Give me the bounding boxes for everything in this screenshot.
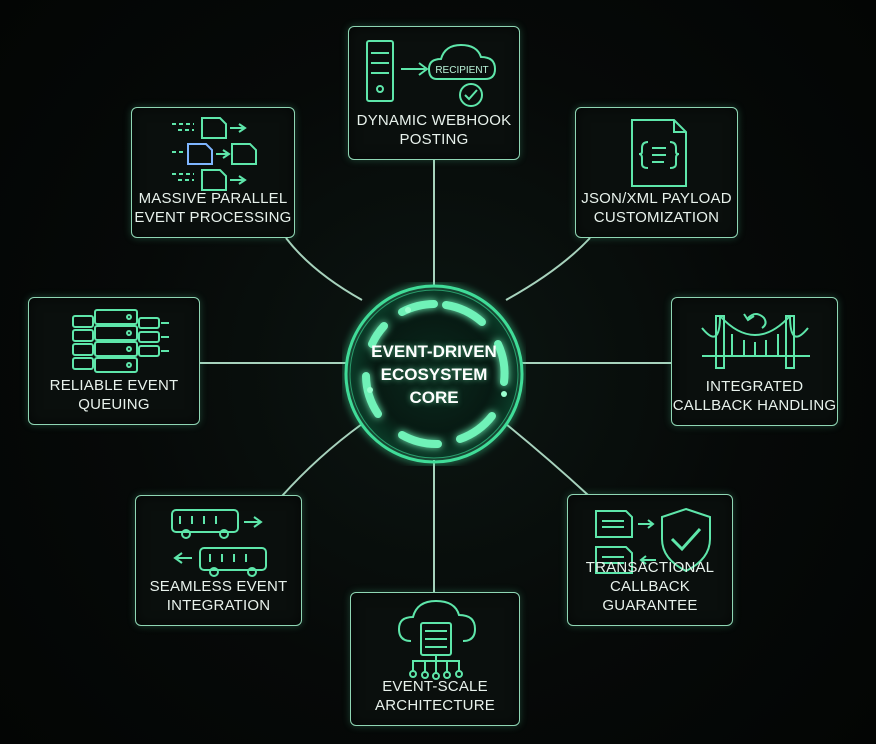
shield-check-icon bbox=[595, 507, 711, 574]
connector-parallel bbox=[285, 237, 363, 301]
core-label: EVENT-DRIVEN ECOSYSTEM CORE bbox=[342, 340, 526, 409]
connector-transactional bbox=[505, 423, 589, 496]
node-callback-line2: CALLBACK HANDLING bbox=[672, 397, 837, 414]
node-transactional[interactable]: TRANSACTIONAL CALLBACK GUARANTEE bbox=[567, 494, 733, 626]
core-ring bbox=[344, 284, 524, 464]
node-payload-line2: CUSTOMIZATION bbox=[593, 209, 720, 226]
node-queuing[interactable]: RELIABLE EVENT QUEUING bbox=[28, 297, 200, 425]
server-to-cloud-icon: RECIPIENT bbox=[366, 40, 497, 107]
node-queuing-label: RELIABLE EVENT QUEUING bbox=[29, 376, 199, 414]
node-architecture-line1: EVENT-SCALE bbox=[382, 678, 488, 695]
core-label-line2: ECOSYSTEM bbox=[380, 365, 488, 384]
node-webhook-label: DYNAMIC WEBHOOK POSTING bbox=[349, 111, 519, 149]
cloud-server-icon bbox=[397, 599, 477, 680]
node-callback-label: INTEGRATED CALLBACK HANDLING bbox=[672, 377, 837, 415]
node-parallel[interactable]: MASSIVE PARALLEL EVENT PROCESSING bbox=[131, 107, 295, 238]
node-transactional-line2: CALLBACK GUARANTEE bbox=[602, 578, 698, 614]
parallel-documents-icon bbox=[172, 117, 257, 191]
node-architecture-label: EVENT-SCALE ARCHITECTURE bbox=[351, 677, 519, 715]
node-integration-line2: INTEGRATION bbox=[166, 597, 271, 614]
queue-stack-icon bbox=[72, 309, 169, 373]
node-parallel-label: MASSIVE PARALLEL EVENT PROCESSING bbox=[132, 189, 294, 227]
node-parallel-line1: MASSIVE PARALLEL bbox=[138, 190, 288, 207]
json-document-icon bbox=[631, 119, 687, 187]
bus-icon bbox=[171, 509, 267, 577]
node-webhook-line2: POSTING bbox=[399, 131, 469, 148]
node-integration-line1: SEAMLESS EVENT bbox=[149, 578, 288, 595]
core-label-line1: EVENT-DRIVEN bbox=[371, 342, 497, 361]
node-parallel-line2: EVENT PROCESSING bbox=[134, 209, 292, 226]
node-transactional-line1: TRANSACTIONAL bbox=[585, 559, 715, 576]
recipient-icon-label: RECIPIENT bbox=[435, 65, 488, 76]
node-architecture[interactable]: EVENT-SCALE ARCHITECTURE bbox=[350, 592, 520, 726]
core-label-line3: CORE bbox=[409, 388, 459, 407]
bridge-icon bbox=[701, 313, 810, 369]
node-transactional-label: TRANSACTIONAL CALLBACK GUARANTEE bbox=[568, 558, 732, 615]
node-queuing-line2: QUEUING bbox=[78, 396, 150, 413]
node-payload[interactable]: JSON/XML PAYLOAD CUSTOMIZATION bbox=[575, 107, 738, 238]
node-callback-line1: INTEGRATED bbox=[705, 378, 804, 395]
connector-integration bbox=[281, 423, 363, 497]
node-integration[interactable]: SEAMLESS EVENT INTEGRATION bbox=[135, 495, 302, 626]
node-webhook[interactable]: RECIPIENT DYNAMIC WEBHOOK POSTING bbox=[348, 26, 520, 160]
connector-payload bbox=[505, 237, 591, 301]
node-integration-label: SEAMLESS EVENT INTEGRATION bbox=[136, 577, 301, 615]
node-payload-label: JSON/XML PAYLOAD CUSTOMIZATION bbox=[576, 189, 737, 227]
node-architecture-line2: ARCHITECTURE bbox=[375, 697, 495, 714]
node-callback[interactable]: INTEGRATED CALLBACK HANDLING bbox=[671, 297, 838, 426]
node-webhook-line1: DYNAMIC WEBHOOK bbox=[356, 112, 512, 129]
node-queuing-line1: RELIABLE EVENT bbox=[49, 377, 179, 394]
node-payload-line1: JSON/XML PAYLOAD bbox=[581, 190, 732, 207]
